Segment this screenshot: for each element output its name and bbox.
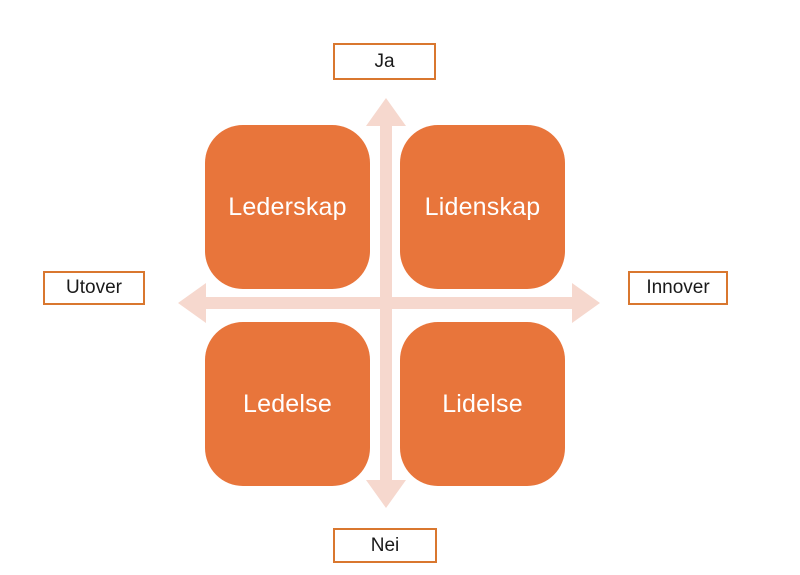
quadrant-top-right: Lidenskap [400, 125, 565, 289]
horizontal-axis-arrow-icon [178, 283, 600, 323]
quadrant-label: Lidelse [442, 389, 523, 418]
quadrant-label: Lederskap [228, 192, 347, 221]
axis-label-top: Ja [333, 43, 436, 80]
axis-label-text: Nei [370, 534, 400, 556]
quadrant-bottom-left: Ledelse [205, 322, 370, 486]
quadrant-top-left: Lederskap [205, 125, 370, 289]
quadrant-label: Lidenskap [424, 192, 541, 221]
axis-label-left: Utover [43, 271, 145, 305]
quadrant-label: Ledelse [243, 389, 332, 418]
axis-label-text: Utover [66, 277, 122, 298]
quadrant-bottom-right: Lidelse [400, 322, 565, 486]
axis-label-right: Innover [628, 271, 728, 305]
axis-label-text: Innover [646, 277, 710, 298]
axis-label-bottom: Nei [333, 528, 437, 563]
axis-label-text: Ja [374, 50, 395, 72]
